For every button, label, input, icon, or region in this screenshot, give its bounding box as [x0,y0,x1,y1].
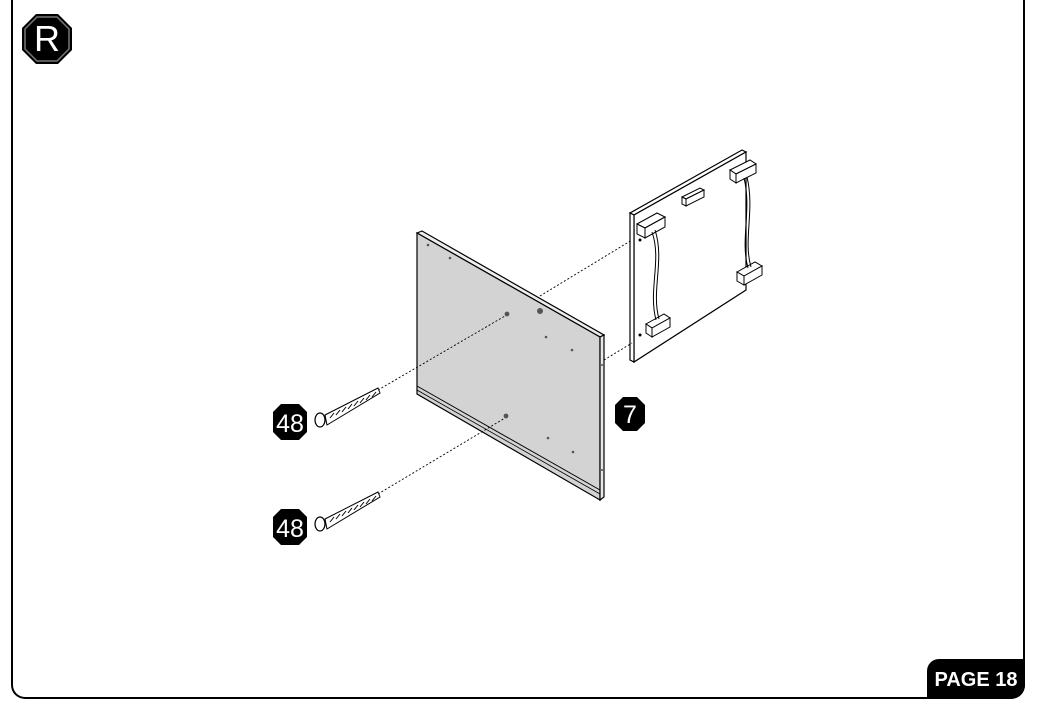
part-badge-48-upper: 48 [273,404,307,440]
part-badge-7: 7 [615,397,645,431]
screw-upper-illustration [314,387,381,428]
alignment-guides [377,239,633,495]
screw-lower-illustration [314,491,381,532]
panel-7-illustration [628,149,764,364]
part-label: 48 [276,515,304,543]
step-letter: R [34,18,60,59]
page-frame [11,0,1025,699]
part-badge-48-lower: 48 [273,509,307,545]
gray-panel-illustration [415,230,606,502]
step-badge-icon [22,14,72,64]
part-label: 48 [276,410,304,438]
page-number: PAGE 18 [927,659,1025,699]
part-label: 7 [623,401,637,429]
